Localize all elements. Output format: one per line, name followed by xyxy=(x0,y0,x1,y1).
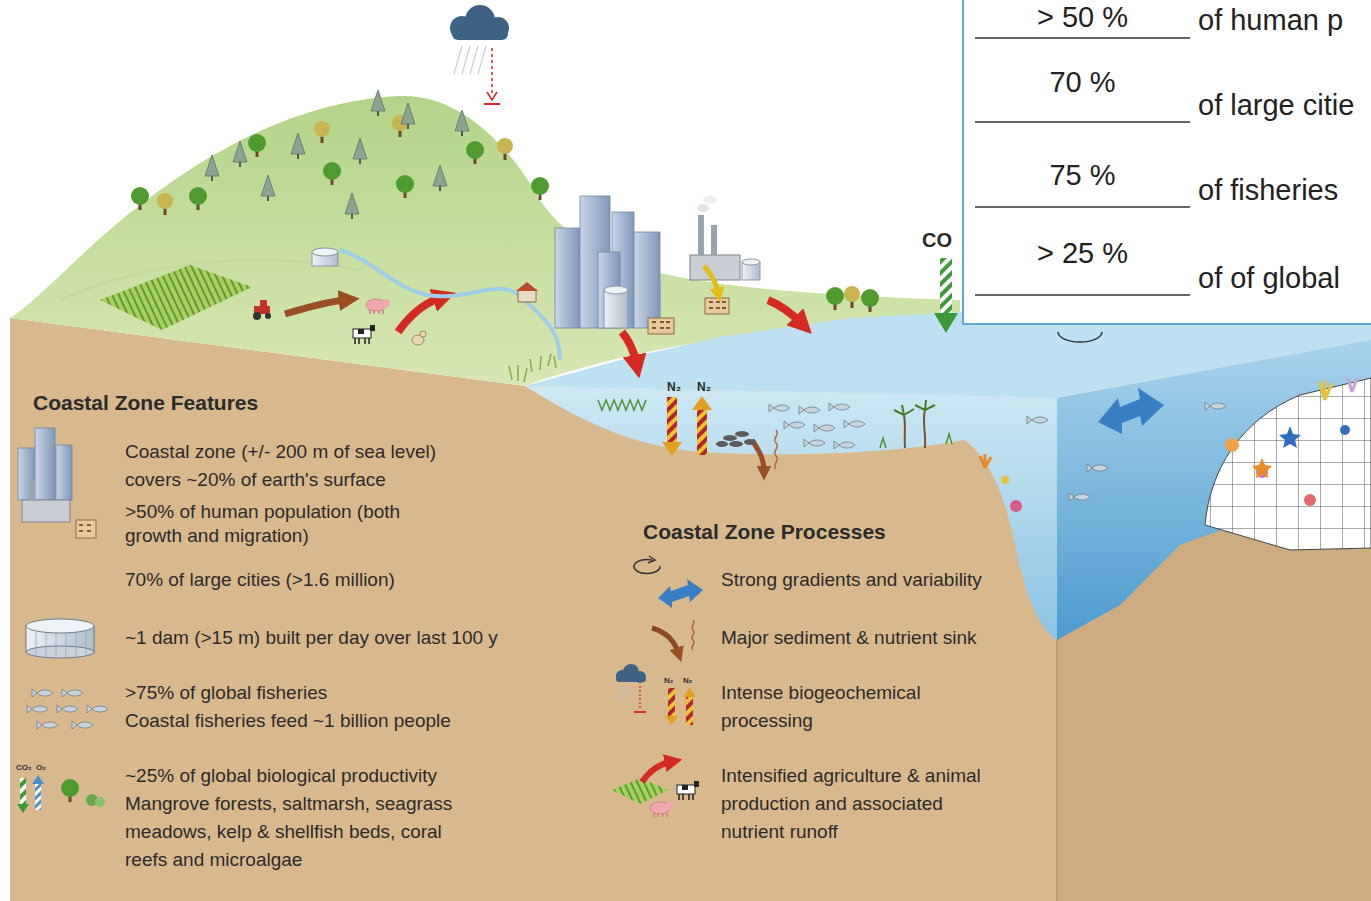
gas-label: CO₂ xyxy=(16,763,32,773)
stat-value: > 50 % xyxy=(975,0,1190,34)
feature-item: Coastal fisheries feed ~1 billion people xyxy=(125,707,451,735)
stat-value: 70 % xyxy=(975,65,1190,99)
process-item: Strong gradients and variability xyxy=(721,566,982,594)
process-item: Intensified agriculture & animal product… xyxy=(721,762,1011,846)
gas-label: N₂ xyxy=(664,676,673,686)
stat-value: > 25 % xyxy=(975,236,1190,270)
stats-box: > 50 %of human p70 %of large citie75 %of… xyxy=(962,0,1371,325)
feature-item: >50% of human population (both growth an… xyxy=(125,500,430,548)
gas-label: N₂ xyxy=(667,380,681,394)
section-heading: Coastal Zone Processes xyxy=(643,519,886,545)
gas-label: N₂ xyxy=(697,380,711,394)
process-item: Intense biogeochemical processing xyxy=(721,679,971,735)
feature-item: Coastal zone (+/- 200 m of sea level) co… xyxy=(125,438,465,494)
stat-value: 75 % xyxy=(975,158,1190,192)
process-item: Major sediment & nutrient sink xyxy=(721,624,977,652)
gas-label: O₂ xyxy=(36,763,46,773)
stat-caption: of human p xyxy=(1198,3,1343,37)
stat-caption: of of global xyxy=(1198,261,1340,295)
feature-item: ~25% of global biological productivity xyxy=(125,762,437,790)
stat-caption: of large citie xyxy=(1198,88,1354,122)
feature-item: 70% of large cities (>1.6 million) xyxy=(125,566,395,594)
section-heading: Coastal Zone Features xyxy=(33,390,258,416)
feature-item: Mangrove forests, saltmarsh, seagrass me… xyxy=(125,790,480,874)
feature-item: ~1 dam (>15 m) built per day over last 1… xyxy=(125,624,498,652)
gas-label: CO xyxy=(922,228,952,252)
gas-label: N₂ xyxy=(683,676,692,686)
feature-item: >75% of global fisheries xyxy=(125,679,327,707)
stat-caption: of fisheries xyxy=(1198,173,1338,207)
